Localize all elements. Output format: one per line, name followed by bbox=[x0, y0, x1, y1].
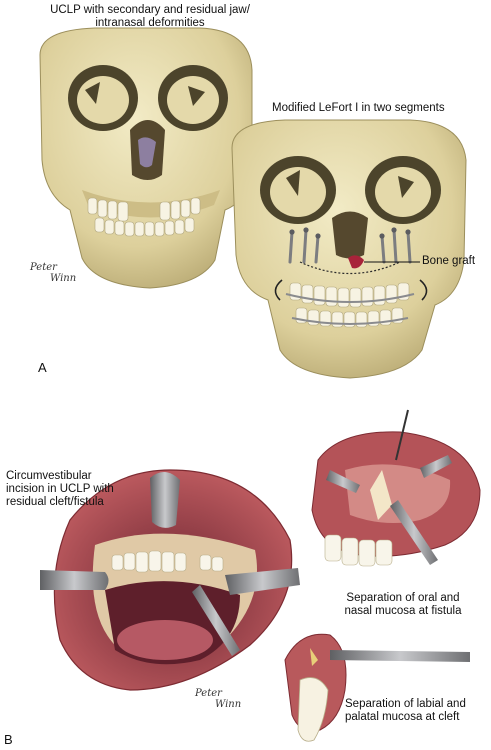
caption-preop-line2: intranasal deformities bbox=[95, 17, 205, 29]
panel-letter-b: B bbox=[4, 732, 13, 747]
panel-letter-a: A bbox=[38, 360, 47, 375]
signature-a-line1: Peter bbox=[30, 262, 57, 273]
upper-teeth-preop bbox=[87, 197, 201, 222]
caption-labial-palatal: Separation of labial and palatal mucosa … bbox=[345, 698, 466, 724]
retractor-top bbox=[150, 471, 180, 528]
skull-preop bbox=[39, 27, 253, 289]
label-bone-graft: Bone graft bbox=[422, 255, 476, 267]
tongue bbox=[117, 620, 213, 660]
periosteal-elevator bbox=[330, 650, 470, 662]
arch-wire-upper bbox=[285, 293, 415, 303]
signature-b: Peter Winn bbox=[195, 688, 241, 710]
caption-labial-palatal-line1: Separation of labial and bbox=[345, 698, 466, 710]
teeth-b bbox=[111, 550, 224, 573]
cleft-tooth-section bbox=[284, 633, 470, 742]
signature-b-line1: Peter bbox=[195, 688, 222, 699]
arch-wire-lower bbox=[291, 317, 409, 325]
caption-labial-palatal-line2: palatal mucosa at cleft bbox=[345, 711, 460, 723]
caption-lefort: Modified LeFort I in two segments bbox=[272, 102, 445, 114]
fixation-plates bbox=[288, 228, 412, 264]
caption-oral-nasal: Separation of oral and nasal mucosa at f… bbox=[328, 592, 478, 618]
lower-teeth-preop bbox=[94, 217, 195, 237]
signature-b-line2: Winn bbox=[215, 699, 242, 710]
caption-circumvestibular-line1: Circumvestibular bbox=[6, 470, 92, 482]
signature-a: Peter Winn bbox=[30, 262, 76, 284]
retractor-right bbox=[225, 568, 300, 595]
elevator-instrument bbox=[192, 585, 240, 656]
caption-circumvestibular-line2: incision in UCLP with bbox=[6, 483, 114, 495]
maxilla-fistula-view bbox=[311, 409, 481, 567]
caption-oral-nasal-line1: Separation of oral and bbox=[346, 592, 460, 604]
caption-oral-nasal-line2: nasal mucosa at fistula bbox=[344, 605, 462, 617]
caption-preop-line1: UCLP with secondary and residual jaw/ bbox=[50, 4, 250, 16]
open-mouth-view bbox=[40, 469, 300, 691]
caption-circumvestibular-line3: residual cleft/fistula bbox=[6, 496, 104, 508]
signature-a-line2: Winn bbox=[50, 273, 77, 284]
bone-graft-mark bbox=[348, 255, 364, 269]
caption-preop: UCLP with secondary and residual jaw/ in… bbox=[40, 4, 260, 30]
skull-lefort bbox=[231, 119, 467, 379]
retractor-left bbox=[40, 570, 109, 590]
caption-circumvestibular: Circumvestibular incision in UCLP with r… bbox=[6, 470, 114, 509]
